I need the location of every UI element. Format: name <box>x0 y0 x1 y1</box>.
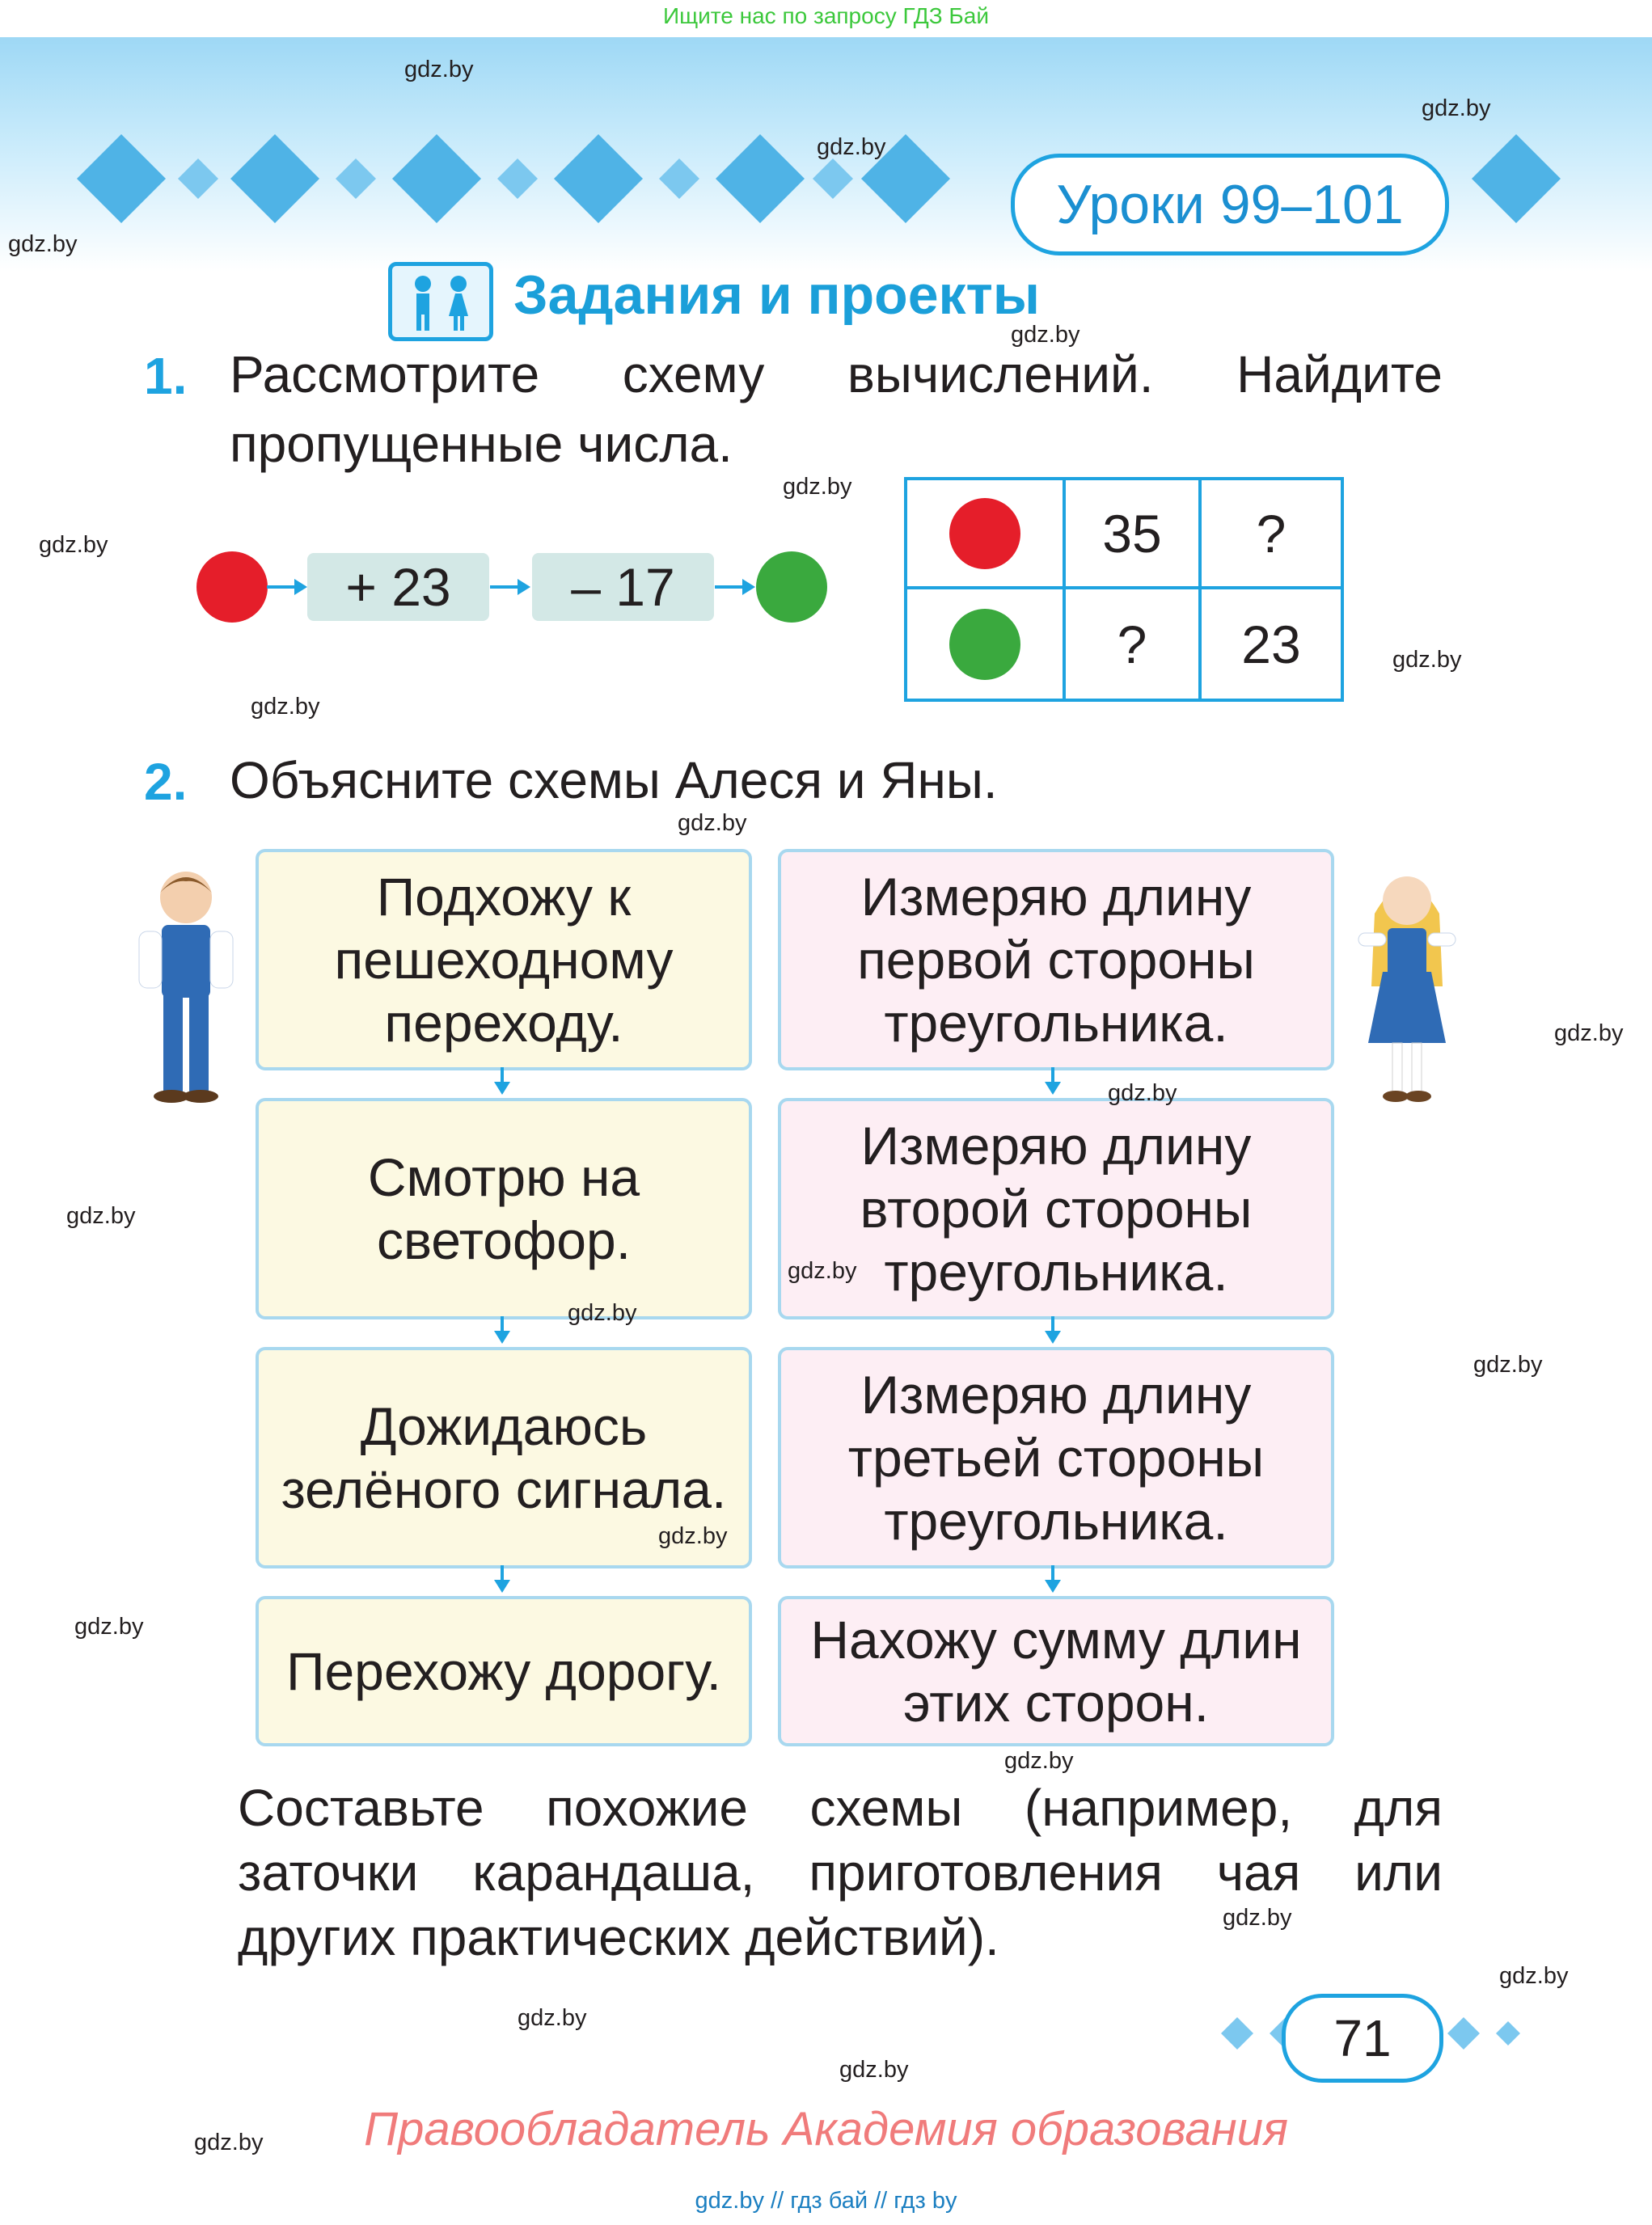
watermark: gdz.by <box>658 1523 728 1549</box>
arrow-down-icon <box>1045 1316 1061 1344</box>
watermark: gdz.by <box>1223 1905 1292 1931</box>
watermark: gdz.by <box>39 532 108 558</box>
boy-illustration <box>138 872 234 1103</box>
green-dot <box>949 608 1020 680</box>
arrow-down-icon <box>494 1565 510 1593</box>
task-1-text: Рассмотрите схему вычислений. Найдите пр… <box>230 345 1443 473</box>
red-dot <box>196 551 268 623</box>
task-2-number: 2. <box>144 753 188 811</box>
watermark: gdz.by <box>783 474 852 500</box>
watermark: gdz.by <box>1499 1963 1569 1989</box>
watermark: gdz.by <box>678 810 747 836</box>
watermark: gdz.by <box>66 1203 136 1229</box>
watermark: gdz.by <box>568 1300 637 1326</box>
arrow-down-icon <box>1045 1067 1061 1095</box>
watermark: gdz.by <box>74 1614 144 1640</box>
task-2-text: Объясните схемы Алеся и Яны. <box>230 751 998 809</box>
arrow-down-icon <box>494 1316 510 1344</box>
table-cell: 35 <box>1066 480 1202 589</box>
ales-step-4: Перехожу дорогу. <box>256 1596 752 1746</box>
task-1-number: 1. <box>144 347 188 405</box>
watermark: gdz.by <box>1554 1020 1624 1046</box>
watermark: gdz.by <box>1011 322 1080 348</box>
watermark: gdz.by <box>251 694 320 720</box>
table-cell-red <box>907 480 1066 589</box>
red-dot <box>949 497 1020 569</box>
watermark: gdz.by <box>788 1258 857 1284</box>
watermark: gdz.by <box>8 231 78 257</box>
arrow-icon <box>490 579 530 595</box>
table-cell: 23 <box>1241 614 1301 674</box>
page-number: 71 <box>1282 1994 1443 2083</box>
yana-step-1: Измеряю длину первой стороны треугольник… <box>778 849 1334 1070</box>
arrow-icon <box>267 579 307 595</box>
watermark: gdz.by <box>404 57 474 82</box>
operation-plus-box: + 23 <box>307 553 489 621</box>
operation-minus-box: – 17 <box>532 553 714 621</box>
watermark: gdz.by <box>1108 1080 1177 1106</box>
table-cell: ? <box>1202 480 1341 589</box>
yana-step-4: Нахожу сумму длин этих сторон. <box>778 1596 1334 1746</box>
lessons-badge: Уроки 99–101 <box>1011 154 1449 255</box>
answer-table: 35 ? ? 23 <box>904 477 1344 702</box>
ales-step-1: Подхожу к пешеходному переходу. <box>256 849 752 1070</box>
table-cell: ? <box>1066 589 1202 699</box>
table-cell-green <box>907 589 1066 699</box>
watermark: gdz.by <box>194 2130 264 2155</box>
ales-step-3: Дожидаюсь зелёного сигнала. <box>256 1347 752 1568</box>
watermark: gdz.by <box>839 2057 909 2083</box>
task-2-followup: Составьте похожие схемы (например, для з… <box>238 1779 1443 1966</box>
arrow-down-icon <box>1045 1565 1061 1593</box>
girl-illustration <box>1358 876 1456 1102</box>
arrow-icon <box>715 579 755 595</box>
watermark: gdz.by <box>1473 1352 1543 1378</box>
snowflake-ornament <box>77 134 1561 223</box>
yana-step-3: Измеряю длину третьей стороны треугольни… <box>778 1347 1334 1568</box>
green-dot <box>756 551 827 623</box>
top-note: Ищите нас по запросу ГДЗ Бай <box>662 3 990 28</box>
watermark: gdz.by <box>1004 1748 1074 1774</box>
yana-step-2: Измеряю длину второй стороны треугольник… <box>778 1098 1334 1319</box>
watermark: gdz.by <box>1392 647 1462 673</box>
watermark: gdz.by <box>1422 95 1491 121</box>
watermark: gdz.by <box>817 134 886 160</box>
ales-step-2: Смотрю на светофор. <box>256 1098 752 1319</box>
section-title: Задания и проекты <box>513 264 1040 326</box>
copyright-notice: Правообладатель Академия образования <box>364 2103 1288 2155</box>
arrow-down-icon <box>494 1067 510 1095</box>
watermark: gdz.by <box>518 2005 587 2031</box>
footer-links: gdz.by // гдз бай // гдз by <box>695 2188 957 2214</box>
children-icon <box>388 262 493 341</box>
